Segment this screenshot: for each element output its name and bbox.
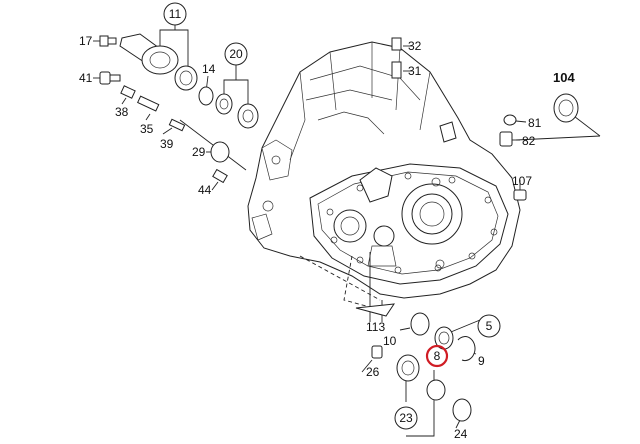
label-10[interactable]: 10: [383, 334, 397, 348]
part-104-drawing: [553, 93, 579, 123]
label-14[interactable]: 14: [202, 62, 216, 76]
part-23-drawing: [396, 354, 446, 401]
part-35-drawing: [137, 95, 160, 112]
gearbox-housing: [247, 41, 521, 299]
part-107-drawing: [513, 189, 527, 201]
label-41[interactable]: 41: [79, 71, 93, 85]
part-8-drawing: [434, 326, 454, 350]
part-39-drawing: [168, 118, 186, 132]
part-labels: 17 41 14 38 35 39 29 44 32 31 104 81 82 …: [79, 34, 575, 441]
part-29-drawing: [210, 141, 230, 163]
label-113[interactable]: 113: [366, 320, 385, 334]
label-107[interactable]: 107: [512, 174, 532, 188]
part-44-drawing: [212, 168, 228, 184]
label-text-23: 23: [399, 411, 413, 425]
part-20-drawing: [215, 93, 259, 129]
part-41-drawing: [99, 71, 121, 85]
part-14-drawing: [198, 86, 214, 106]
label-text-20: 20: [229, 47, 243, 61]
label-26[interactable]: 26: [366, 365, 380, 379]
part-17-drawing: [99, 35, 117, 47]
part-11-drawing: [119, 33, 198, 91]
label-29[interactable]: 29: [192, 145, 206, 159]
label-17[interactable]: 17: [79, 34, 93, 48]
label-callout-20[interactable]: 20: [224, 42, 248, 66]
label-24[interactable]: 24: [454, 427, 468, 441]
label-callout-23[interactable]: 23: [394, 406, 418, 430]
part-31-drawing: [391, 61, 402, 79]
label-81[interactable]: 81: [528, 116, 542, 130]
label-32[interactable]: 32: [408, 39, 422, 53]
label-callout-5[interactable]: 5: [477, 314, 501, 338]
part-38-drawing: [120, 85, 136, 99]
part-81-drawing: [503, 114, 517, 126]
label-31[interactable]: 31: [408, 64, 422, 78]
part-26-drawing: [371, 345, 383, 359]
label-39[interactable]: 39: [160, 137, 174, 151]
label-38[interactable]: 38: [115, 105, 129, 119]
label-82[interactable]: 82: [522, 134, 536, 148]
label-35[interactable]: 35: [140, 122, 154, 136]
part-24-drawing: [452, 398, 472, 422]
part-113-drawing: [355, 303, 396, 317]
part-10-drawing: [410, 312, 430, 336]
label-44[interactable]: 44: [198, 183, 212, 197]
label-callout-8-highlighted[interactable]: 8: [425, 344, 449, 368]
label-text-8: 8: [434, 349, 441, 363]
label-text-5: 5: [486, 319, 493, 333]
part-32-drawing: [391, 37, 402, 51]
label-callout-11[interactable]: 11: [163, 2, 187, 26]
part-82-drawing: [499, 131, 513, 147]
label-text-11: 11: [169, 7, 182, 21]
label-104[interactable]: 104: [553, 70, 575, 85]
label-9[interactable]: 9: [478, 354, 485, 368]
part-9-drawing: [457, 336, 476, 362]
